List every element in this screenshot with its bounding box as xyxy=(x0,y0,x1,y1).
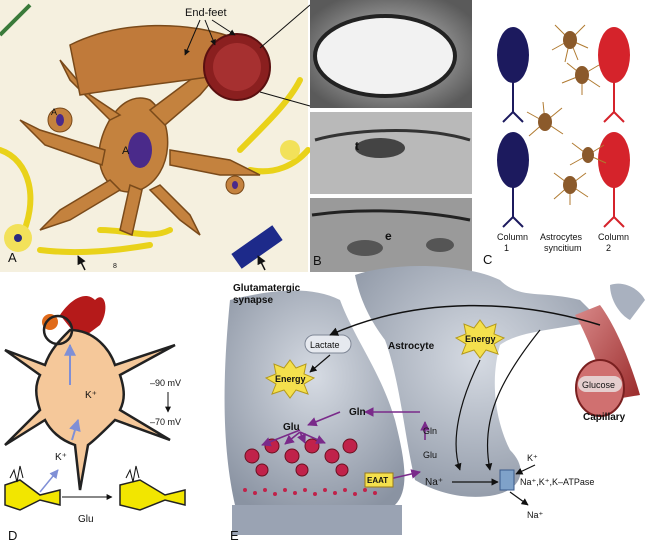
astrocyte-body xyxy=(4,328,176,491)
glu-label-astro: Glu xyxy=(423,450,437,460)
energy-burst-left: Energy xyxy=(264,359,316,399)
astrocyte-nucleus xyxy=(128,132,152,168)
panel-a: End-feet A A 8 A xyxy=(0,0,311,272)
panel-letter-a: A xyxy=(8,250,17,265)
lactate-label: Lactate xyxy=(310,340,340,350)
panel-c: Column 1 Astrocytes syncitium Column 2 C xyxy=(478,0,650,272)
column-2-label: Column xyxy=(598,232,629,242)
ion-k-outside: K⁺ xyxy=(55,452,67,463)
k-label: K⁺ xyxy=(527,453,538,463)
neuron-pair xyxy=(4,479,186,511)
panel-letter-c: C xyxy=(483,252,492,267)
energy-label-left: Energy xyxy=(275,374,306,384)
panel-d: K⁺ –90 mV –70 mV K⁺ Glu D xyxy=(4,295,186,543)
released-glutamate xyxy=(243,488,377,496)
eaat-transporter xyxy=(364,472,394,488)
em-label-e: e xyxy=(385,229,392,243)
panel-b: t e B xyxy=(310,0,472,272)
astrocyte-label-small: A xyxy=(51,107,57,117)
neuron-body xyxy=(280,140,300,160)
end-feet-vessel xyxy=(69,24,271,101)
capillary-label: Capillary xyxy=(583,412,626,423)
gln-label: Gln xyxy=(349,407,366,418)
mv-low: –70 mV xyxy=(150,417,181,427)
na-label: Na⁺ xyxy=(425,477,443,488)
astrocyte-process xyxy=(355,265,600,497)
postsynaptic-density xyxy=(232,505,402,535)
column-2-neurons xyxy=(598,27,630,217)
atpase-pump xyxy=(499,469,515,491)
glu-label: Glu xyxy=(283,422,300,433)
atpase-label: Na⁺,K⁺,K–ATPase xyxy=(520,477,594,487)
fig-number: 8 xyxy=(113,263,117,270)
vesicles xyxy=(244,438,358,477)
astrocyte-label-large: A xyxy=(122,145,130,157)
synapse-title-1: Glutamatergic xyxy=(233,283,301,294)
capillary xyxy=(575,305,640,400)
syncitium-label: Astrocytes xyxy=(540,232,583,242)
panel-letter-e: E xyxy=(230,528,239,543)
energy-label-right: Energy xyxy=(465,334,496,344)
glucose-label: Glucose xyxy=(582,380,615,390)
syncitium-label-2: syncitium xyxy=(544,243,582,253)
panel-letter-d: D xyxy=(8,528,17,543)
ion-k-inside: K⁺ xyxy=(85,390,97,401)
na-out-label: Na⁺ xyxy=(527,510,544,520)
panel-e: Lactate Energy Energy xyxy=(224,265,645,543)
lactate-node xyxy=(304,334,352,354)
synapse-title-2: synapse xyxy=(233,295,273,306)
column-1-neurons xyxy=(497,27,529,217)
em-label-t: t xyxy=(355,139,359,153)
energy-burst-right: Energy xyxy=(454,319,506,359)
panel-letter-b: B xyxy=(313,253,322,268)
transmitter-label: Glu xyxy=(78,514,94,525)
blue-vessel xyxy=(231,225,283,269)
astrocyte-syncitium xyxy=(526,24,607,205)
eaat-label: EAAT xyxy=(367,476,388,485)
column-1-label: Column xyxy=(497,232,528,242)
gln-label-astro: Gln xyxy=(423,426,437,436)
astrocyte-label: Astrocyte xyxy=(388,341,435,352)
mv-high: –90 mV xyxy=(150,378,181,388)
column-1-number: 1 xyxy=(504,243,509,253)
end-feet-label: End-feet xyxy=(185,7,227,19)
column-2-number: 2 xyxy=(606,243,611,253)
